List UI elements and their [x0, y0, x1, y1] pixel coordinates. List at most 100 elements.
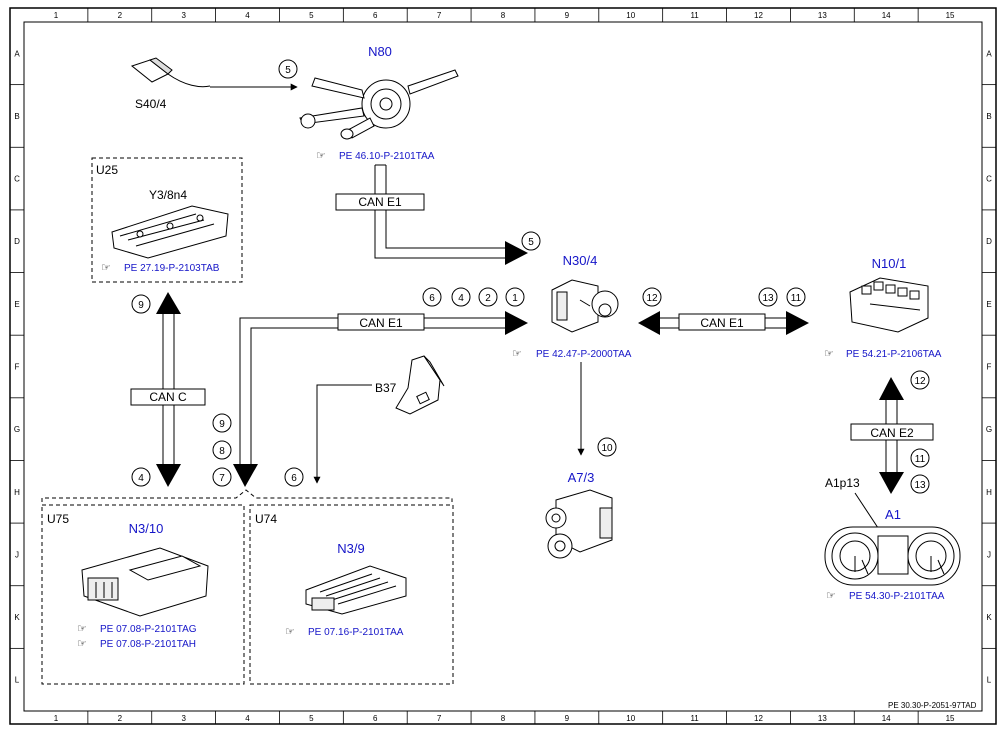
instrument-cluster-icon: [824, 526, 961, 586]
grid-column-label: 15: [946, 11, 955, 20]
signal-badge: 6: [284, 467, 304, 487]
signal-badge: 13: [910, 474, 930, 494]
signal-badge: 9: [212, 413, 232, 433]
grid-column-label: 5: [309, 714, 314, 723]
grid-column-label: 6: [373, 714, 378, 723]
grid-row-label: J: [15, 550, 19, 559]
svg-text:13: 13: [914, 480, 926, 491]
grid-column-label: 8: [501, 714, 506, 723]
svg-text:7: 7: [219, 473, 225, 484]
grid-column-label: 11: [690, 11, 699, 20]
u75-group-box: [41, 504, 245, 685]
signal-badge: 5: [521, 231, 541, 251]
grid-column-label: 1: [54, 11, 59, 20]
svg-text:13: 13: [762, 293, 774, 304]
n3-10-ref-link-1[interactable]: PE 07.08-P-2101TAG: [100, 624, 197, 635]
a7-3-label: A7/3: [568, 470, 595, 485]
manual-icon: ☞: [285, 626, 295, 638]
grid-row-label: G: [14, 425, 20, 434]
svg-text:5: 5: [528, 237, 534, 248]
signal-badge: 11: [910, 448, 930, 468]
grid-column-label: 11: [690, 714, 699, 723]
svg-text:4: 4: [138, 473, 144, 484]
n3-10-label: N3/10: [129, 521, 164, 536]
signal-badge: 4: [131, 467, 151, 487]
n30-4-label: N30/4: [563, 253, 598, 268]
can-e1-right-label: CAN E1: [700, 316, 744, 330]
grid-row-label: G: [986, 425, 992, 434]
bus-label-box: [678, 313, 766, 331]
grid-row-label: J: [987, 550, 991, 559]
manual-icon: ☞: [77, 638, 87, 650]
grid-column-label: 4: [245, 11, 250, 20]
grid-column-label: 12: [754, 11, 763, 20]
svg-text:9: 9: [138, 300, 144, 311]
n30-4-ref-link[interactable]: PE 42.47-P-2000TAA: [536, 349, 632, 360]
valve-body-icon: [111, 205, 229, 259]
bus-label-box: [335, 193, 425, 211]
grid-row-label: A: [14, 49, 20, 58]
grid-column-label: 13: [818, 714, 827, 723]
grid-row-label: B: [986, 112, 991, 121]
grid-row-label: L: [987, 676, 992, 685]
grid-column-label: 6: [373, 11, 378, 20]
n3-10-ref-link-2[interactable]: PE 07.08-P-2101TAH: [100, 639, 196, 650]
grid-row-label: H: [14, 488, 20, 497]
signal-badge: 12: [642, 287, 662, 307]
document-reference: PE 30.30-P-2051-97TAD: [888, 701, 977, 710]
grid-column-label: 14: [882, 11, 891, 20]
svg-text:9: 9: [219, 419, 225, 430]
grid-column-label: 8: [501, 11, 506, 20]
n3-9-ref-link[interactable]: PE 07.16-P-2101TAA: [308, 627, 404, 638]
grid-row-label: F: [15, 363, 20, 372]
svg-text:8: 8: [219, 446, 225, 457]
n80-ref-link[interactable]: PE 46.10-P-2101TAA: [339, 151, 435, 162]
manual-icon: ☞: [316, 150, 326, 162]
grid-row-label: C: [986, 175, 992, 184]
grid-row-label: E: [14, 300, 19, 309]
u74-group-box: [249, 504, 454, 685]
a1-ref-link[interactable]: PE 54.30-P-2101TAA: [849, 591, 945, 602]
can-e1-line-top: [374, 164, 505, 259]
grid-row-label: B: [14, 112, 19, 121]
signal-badge: 13: [758, 287, 778, 307]
svg-text:11: 11: [791, 293, 802, 304]
n3-9-label: N3/9: [337, 541, 364, 556]
u25-group-label: U25: [96, 163, 118, 177]
arrow-head: [233, 464, 258, 487]
grid-column-label: 7: [437, 714, 442, 723]
u75-group-label: U75: [47, 512, 69, 526]
svg-text:6: 6: [291, 473, 297, 484]
grid-row-label: K: [14, 613, 20, 622]
can-e1-line-mid: [239, 317, 505, 464]
grid-column-label: 9: [565, 714, 570, 723]
grid-column-label: 14: [882, 714, 891, 723]
sam-control-unit-icon: [849, 277, 929, 333]
grid-row-label: F: [987, 363, 992, 372]
a1-label: A1: [885, 507, 901, 522]
transmission-control-unit-icon: [305, 565, 407, 615]
svg-text:2: 2: [485, 293, 491, 304]
grid-column-label: 10: [626, 11, 635, 20]
signal-badge: 5: [278, 59, 298, 79]
grid-column-label: 10: [626, 714, 635, 723]
u25-ref-link[interactable]: PE 27.19-P-2103TAB: [124, 263, 220, 274]
manual-icon: ☞: [512, 348, 522, 360]
svg-text:12: 12: [914, 376, 926, 387]
can-e1-mid-label: CAN E1: [359, 316, 403, 330]
arrow-head: [505, 311, 528, 335]
y3-8n4-label: Y3/8n4: [149, 188, 187, 202]
arrow-head: [638, 311, 660, 335]
signal-badge: 11: [786, 287, 806, 307]
n10-1-ref-link[interactable]: PE 54.21-P-2106TAA: [846, 349, 942, 360]
grid-row-label: D: [14, 237, 20, 246]
svg-text:6: 6: [429, 293, 435, 304]
signal-badge: 10: [597, 437, 617, 457]
n80-label: N80: [368, 44, 392, 59]
grid-column-label: 2: [118, 714, 123, 723]
grid-row-label: E: [986, 300, 991, 309]
manual-icon: ☞: [101, 262, 111, 274]
arrow-head: [505, 241, 528, 265]
grid-column-label: 13: [818, 11, 827, 20]
